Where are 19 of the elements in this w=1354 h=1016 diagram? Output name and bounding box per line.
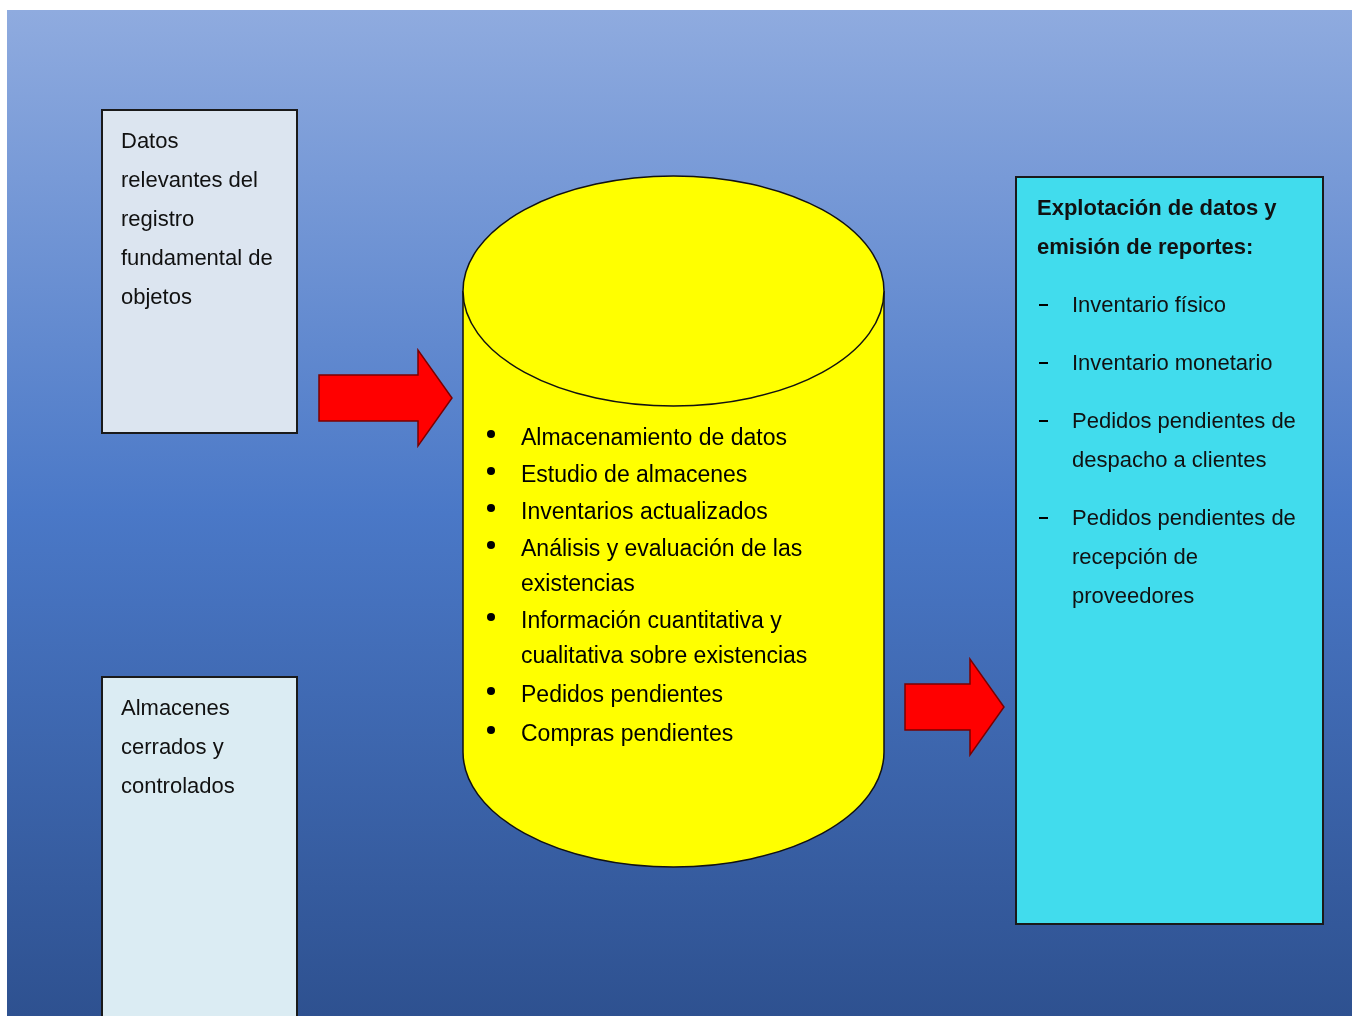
list-item: Pedidos pendientes	[521, 680, 724, 709]
list-item: Inventario monetario	[1072, 349, 1273, 377]
text-box	[101, 676, 298, 1016]
block-arrow	[904, 656, 1005, 758]
list-item: Información cuantitativa y cualitativa sobre existencias	[521, 606, 809, 670]
list-item: Almacenamiento de datos	[521, 423, 787, 452]
list-item: Pedidos pendientes de recepción de proveedores	[1072, 504, 1297, 610]
box-text: Datos relevantes del registro fundamental de objetos	[121, 127, 274, 311]
list-item: Inventarios actualizados	[521, 497, 768, 526]
block-arrow	[318, 347, 453, 449]
list-item: Inventario físico	[1072, 291, 1227, 319]
list-item: Análisis y evaluación de las existencias	[521, 534, 804, 598]
list-item: Pedidos pendientes de despacho a clientes	[1072, 407, 1297, 474]
box-text: Almacenes cerrados y controlados	[121, 694, 236, 800]
report-box	[1015, 176, 1324, 925]
box-heading: Explotación de datos y emisión de reportes:	[1037, 194, 1278, 261]
list-item: Estudio de almacenes	[521, 460, 748, 489]
text-box	[101, 109, 298, 434]
list-item: Compras pendientes	[521, 719, 734, 748]
